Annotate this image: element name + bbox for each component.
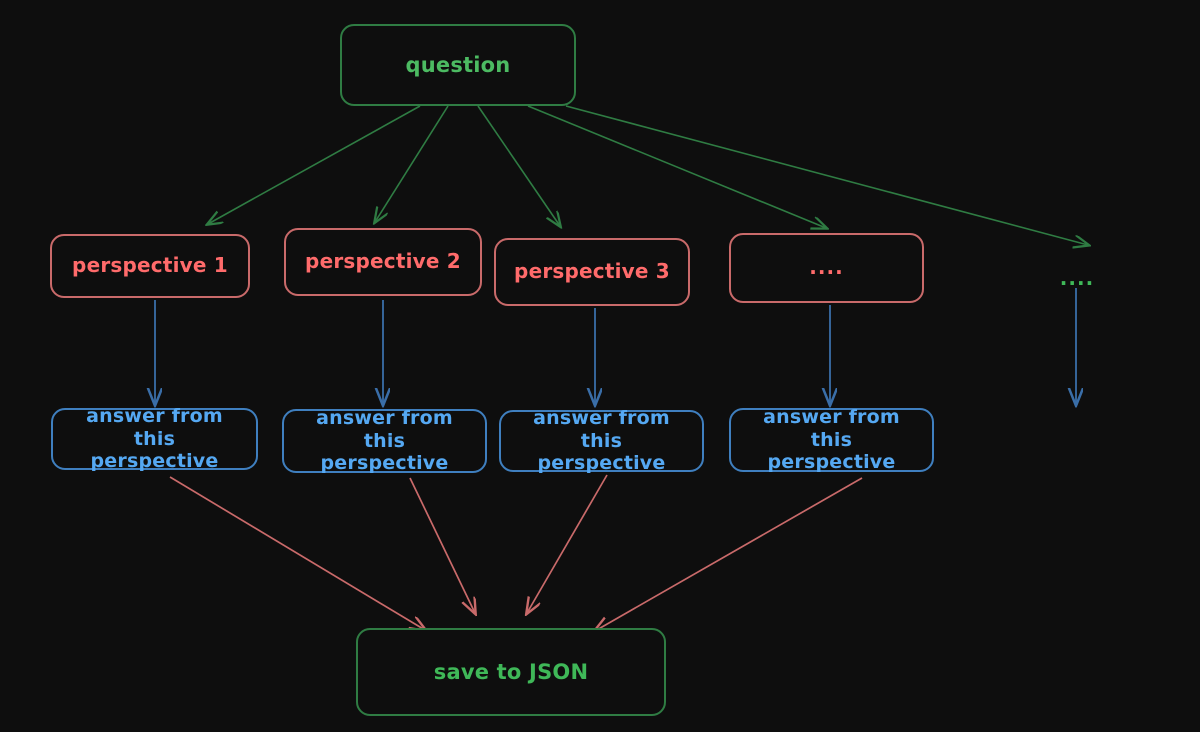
edge-answer-2-to-save xyxy=(409,477,475,613)
edge-question-to-perspective-3 xyxy=(477,105,560,226)
edge-answer-4-to-save xyxy=(595,477,863,631)
node-save-to-json-label: save to JSON xyxy=(433,659,589,684)
node-answer-4-line1: answer from this xyxy=(763,406,900,451)
node-answer-3-line1: answer from this xyxy=(533,407,670,452)
edge-question-to-perspective-overflow xyxy=(565,105,1088,245)
node-answer-1-text: answer from this perspective xyxy=(63,405,246,472)
node-answer-1-line2: perspective xyxy=(90,450,219,473)
node-save-to-json[interactable]: save to JSON xyxy=(356,628,666,716)
edges-answer-to-save xyxy=(169,474,863,631)
node-answer-2-line2: perspective xyxy=(320,452,449,475)
node-answer-4-line2: perspective xyxy=(767,451,896,474)
node-perspective-more[interactable]: .... xyxy=(729,233,924,303)
edge-question-to-perspective-2 xyxy=(375,105,449,222)
node-answer-2-line1: answer from this xyxy=(316,407,453,452)
node-perspective-more-label: .... xyxy=(809,255,844,280)
node-answer-1-line1: answer from this xyxy=(86,405,223,450)
node-answer-3[interactable]: answer from this perspective xyxy=(499,407,704,474)
node-answer-4[interactable]: answer from this perspective xyxy=(729,406,934,473)
node-perspective-2-label: perspective 2 xyxy=(305,249,461,274)
node-perspective-2[interactable]: perspective 2 xyxy=(284,228,482,296)
node-answer-1[interactable]: answer from this perspective xyxy=(51,405,258,472)
edge-answer-3-to-save xyxy=(527,474,608,613)
node-question[interactable]: question xyxy=(340,24,576,106)
node-answer-2[interactable]: answer from this perspective xyxy=(282,407,487,474)
edge-question-to-perspective-4 xyxy=(527,105,826,228)
node-answer-2-text: answer from this perspective xyxy=(294,407,475,474)
node-answer-4-text: answer from this perspective xyxy=(741,406,922,473)
edge-question-to-perspective-1 xyxy=(208,105,421,224)
edge-answer-1-to-save xyxy=(169,476,425,630)
perspective-overflow-ellipsis: .... xyxy=(1059,266,1095,290)
node-perspective-1[interactable]: perspective 1 xyxy=(50,234,250,298)
node-question-label: question xyxy=(405,52,511,77)
edges-question-to-perspectives xyxy=(208,105,1088,245)
node-answer-3-line2: perspective xyxy=(537,452,666,475)
node-perspective-3[interactable]: perspective 3 xyxy=(494,238,690,306)
node-answer-3-text: answer from this perspective xyxy=(511,407,692,474)
node-perspective-3-label: perspective 3 xyxy=(514,259,670,284)
node-perspective-1-label: perspective 1 xyxy=(72,253,228,278)
